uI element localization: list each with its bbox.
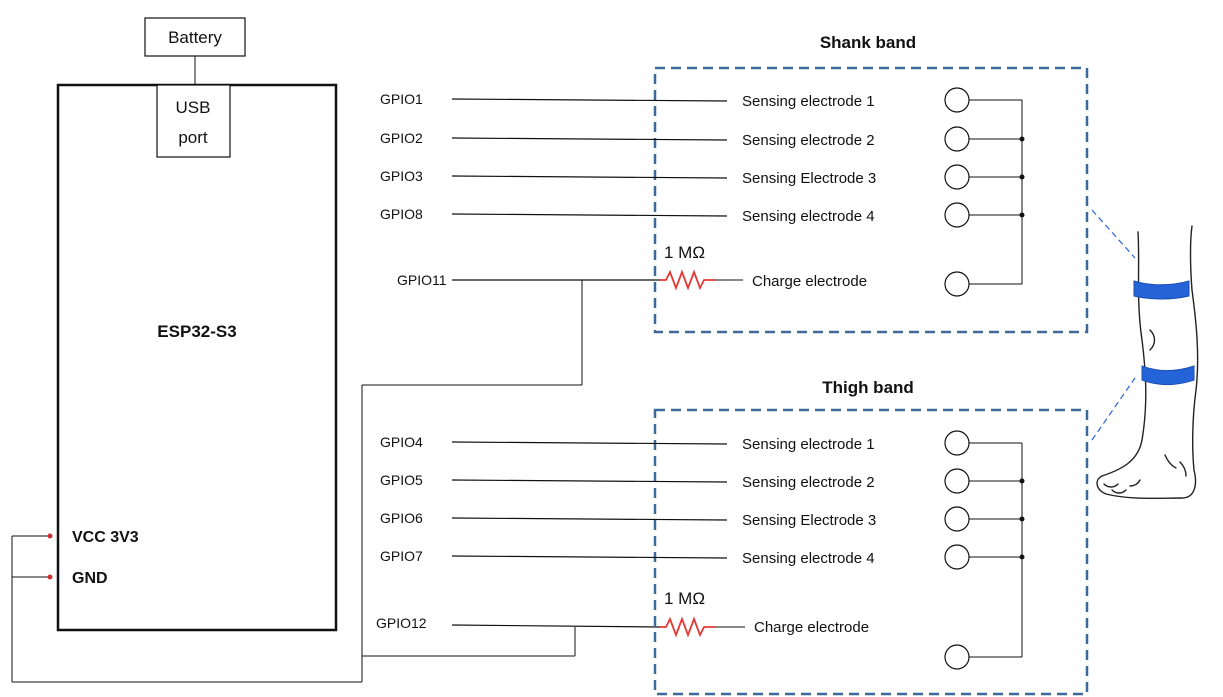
shank-sensing-electrode-label: Sensing Electrode 3 bbox=[742, 170, 876, 187]
usb-port-label-line2: port bbox=[178, 128, 208, 147]
shank-sensing-gpio-label: GPIO8 bbox=[380, 206, 423, 222]
thigh-sensing-electrode bbox=[944, 468, 970, 494]
shank-band-title: Shank band bbox=[820, 33, 916, 52]
thigh-band-title: Thigh band bbox=[822, 378, 914, 397]
gnd-node bbox=[47, 574, 53, 580]
shank-charge-electrode-label: Charge electrode bbox=[752, 273, 867, 290]
shank-sensing-gpio-label: GPIO3 bbox=[380, 168, 423, 184]
vcc-label: VCC 3V3 bbox=[72, 529, 139, 546]
shank-resistor-symbol bbox=[660, 269, 716, 291]
thigh-resistor-symbol bbox=[660, 616, 716, 638]
thigh-sensing-row: GPIO5 Sensing electrode 2 bbox=[380, 468, 970, 494]
thigh-sensing-electrode bbox=[944, 430, 970, 456]
esp32-board bbox=[56, 83, 338, 632]
leg-toe-1 bbox=[1103, 483, 1119, 488]
shank-charge-electrode bbox=[944, 271, 970, 297]
shank-sensing-signal-wire bbox=[451, 213, 728, 217]
shank-sensing-signal-wire bbox=[451, 175, 728, 179]
leg-outline bbox=[1096, 225, 1199, 500]
shank-sensing-electrode bbox=[944, 202, 970, 228]
thigh-sensing-signal-wire bbox=[451, 555, 728, 559]
shank-band-strap bbox=[1133, 280, 1190, 300]
usb-port-label-line1: USB bbox=[176, 98, 211, 117]
thigh-sensing-row: GPIO7 Sensing electrode 4 bbox=[380, 544, 970, 570]
thigh-sensing-electrode-label: Sensing electrode 4 bbox=[742, 550, 875, 567]
thigh-charge-electrode-label: Charge electrode bbox=[754, 619, 869, 636]
leg-ankle-2 bbox=[1179, 461, 1187, 477]
thigh-sensing-electrode bbox=[944, 544, 970, 570]
shank-sensing-electrode bbox=[944, 87, 970, 113]
esp32-label: ESP32-S3 bbox=[157, 322, 236, 341]
shank-sensing-electrode bbox=[944, 164, 970, 190]
gnd-label: GND bbox=[72, 570, 108, 587]
thigh-charge-gpio: GPIO12 bbox=[376, 615, 427, 631]
shank-charge-row: GPIO11 1 MΩ Charge electrode bbox=[397, 243, 970, 297]
thigh-sensing-row: GPIO6 Sensing Electrode 3 bbox=[380, 506, 970, 532]
leg-ankle-1 bbox=[1164, 454, 1177, 469]
battery-box bbox=[144, 17, 246, 57]
shank-electrode-bus bbox=[969, 99, 1025, 285]
thigh-sensing-electrode-label: Sensing electrode 2 bbox=[742, 474, 875, 491]
thigh-sensing-signal-wire bbox=[451, 517, 728, 521]
shank-charge-gpio: GPIO11 bbox=[397, 272, 447, 288]
thigh-sensing-gpio-label: GPIO7 bbox=[380, 548, 423, 564]
leg-knee-detail bbox=[1149, 329, 1156, 351]
thigh-charge-row: GPIO12 1 MΩ Charge electrode bbox=[376, 589, 970, 670]
thigh-sensing-electrode-label: Sensing Electrode 3 bbox=[742, 512, 876, 529]
shank-sensing-gpio-label: GPIO2 bbox=[380, 130, 423, 146]
thigh-sensing-row: GPIO4 Sensing electrode 1 bbox=[380, 430, 970, 456]
shank-sensing-row: GPIO2 Sensing electrode 2 bbox=[380, 126, 970, 152]
shank-sensing-electrode-label: Sensing electrode 4 bbox=[742, 208, 875, 225]
thigh-band-strap bbox=[1141, 365, 1195, 385]
thigh-sensing-electrode bbox=[944, 506, 970, 532]
leg-heel-detail bbox=[1129, 479, 1141, 487]
shank-sensing-electrode-label: Sensing electrode 1 bbox=[742, 93, 875, 110]
thigh-sensing-electrode-label: Sensing electrode 1 bbox=[742, 436, 875, 453]
shank-sensing-row: GPIO3 Sensing Electrode 3 bbox=[380, 164, 970, 190]
shank-sensing-row: GPIO1 Sensing electrode 1 bbox=[380, 87, 970, 113]
thigh-sensing-gpio-label: GPIO5 bbox=[380, 472, 423, 488]
leg-illustration bbox=[1096, 225, 1199, 500]
usb-port-box bbox=[156, 84, 231, 158]
thigh-sensing-signal-wire bbox=[451, 441, 728, 445]
shank-sensing-gpio-label: GPIO1 bbox=[380, 91, 423, 107]
thigh-sensing-gpio-label: GPIO6 bbox=[380, 510, 423, 526]
shank-sensing-electrode-label: Sensing electrode 2 bbox=[742, 132, 875, 149]
thigh-band-box bbox=[653, 408, 1089, 696]
shank-sensing-electrode bbox=[944, 126, 970, 152]
shank-sensing-row: GPIO8 Sensing electrode 4 bbox=[380, 202, 970, 228]
shank-sensing-signal-wire bbox=[451, 137, 728, 141]
thigh-resistor-label: 1 MΩ bbox=[664, 589, 705, 608]
shank-resistor-label: 1 MΩ bbox=[664, 243, 705, 262]
thigh-sensing-signal-wire bbox=[451, 479, 728, 483]
leg-toe-2 bbox=[1111, 489, 1127, 494]
thigh-to-leg-connector bbox=[1091, 377, 1136, 441]
battery-label: Battery bbox=[168, 28, 222, 47]
shank-to-leg-connector bbox=[1091, 209, 1136, 259]
thigh-charge-electrode bbox=[944, 644, 970, 670]
shank-band-box bbox=[653, 66, 1089, 334]
thigh-sensing-gpio-label: GPIO4 bbox=[380, 434, 423, 450]
thigh-electrode-bus bbox=[969, 442, 1025, 658]
vcc-node bbox=[47, 533, 53, 539]
shank-sensing-signal-wire bbox=[451, 98, 728, 102]
